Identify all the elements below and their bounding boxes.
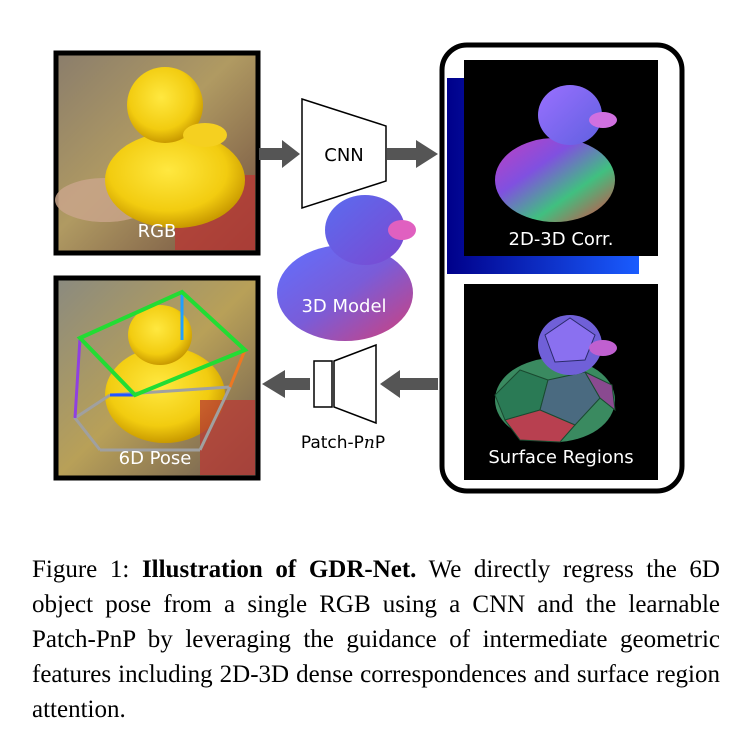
figure-caption: Figure 1: Illustration of GDR-Net. We di…	[32, 552, 720, 727]
pnp-label: Patch-PnP	[301, 433, 385, 453]
regions-label: Surface Regions	[488, 447, 633, 468]
3d-model-duck	[277, 195, 416, 341]
intermediate-features-container	[439, 42, 685, 494]
arrow-features-to-pnp	[380, 370, 438, 398]
gdr-net-diagram: RGB CNN 3D Model 2D-3D Corr. Surface Reg…	[53, 42, 685, 494]
pose-image-panel	[53, 275, 261, 481]
rgb-image-panel	[53, 50, 261, 256]
corr-label: 2D-3D Corr.	[509, 229, 614, 250]
correspondence-panel	[447, 60, 658, 274]
arrow-pnp-to-pose	[262, 370, 310, 398]
arrow-cnn-to-features	[387, 140, 438, 168]
caption-title: Illustration of GDR-Net.	[141, 556, 417, 583]
patch-pnp-block	[313, 343, 377, 425]
rgb-label: RGB	[138, 221, 177, 242]
caption-label: Figure 1:	[32, 556, 130, 583]
arrow-rgb-to-cnn	[259, 140, 300, 168]
model-label: 3D Model	[301, 296, 386, 317]
pnp-label-italic: n	[364, 433, 375, 453]
caption-text: We directly regress the 6D object pose f…	[32, 556, 720, 723]
cnn-label: CNN	[324, 145, 364, 166]
cnn-block	[301, 97, 387, 210]
surface-regions-panel	[464, 284, 658, 480]
pnp-label-suffix: P	[375, 433, 385, 453]
pose-label: 6D Pose	[119, 448, 192, 469]
pnp-label-prefix: Patch-P	[301, 433, 364, 453]
